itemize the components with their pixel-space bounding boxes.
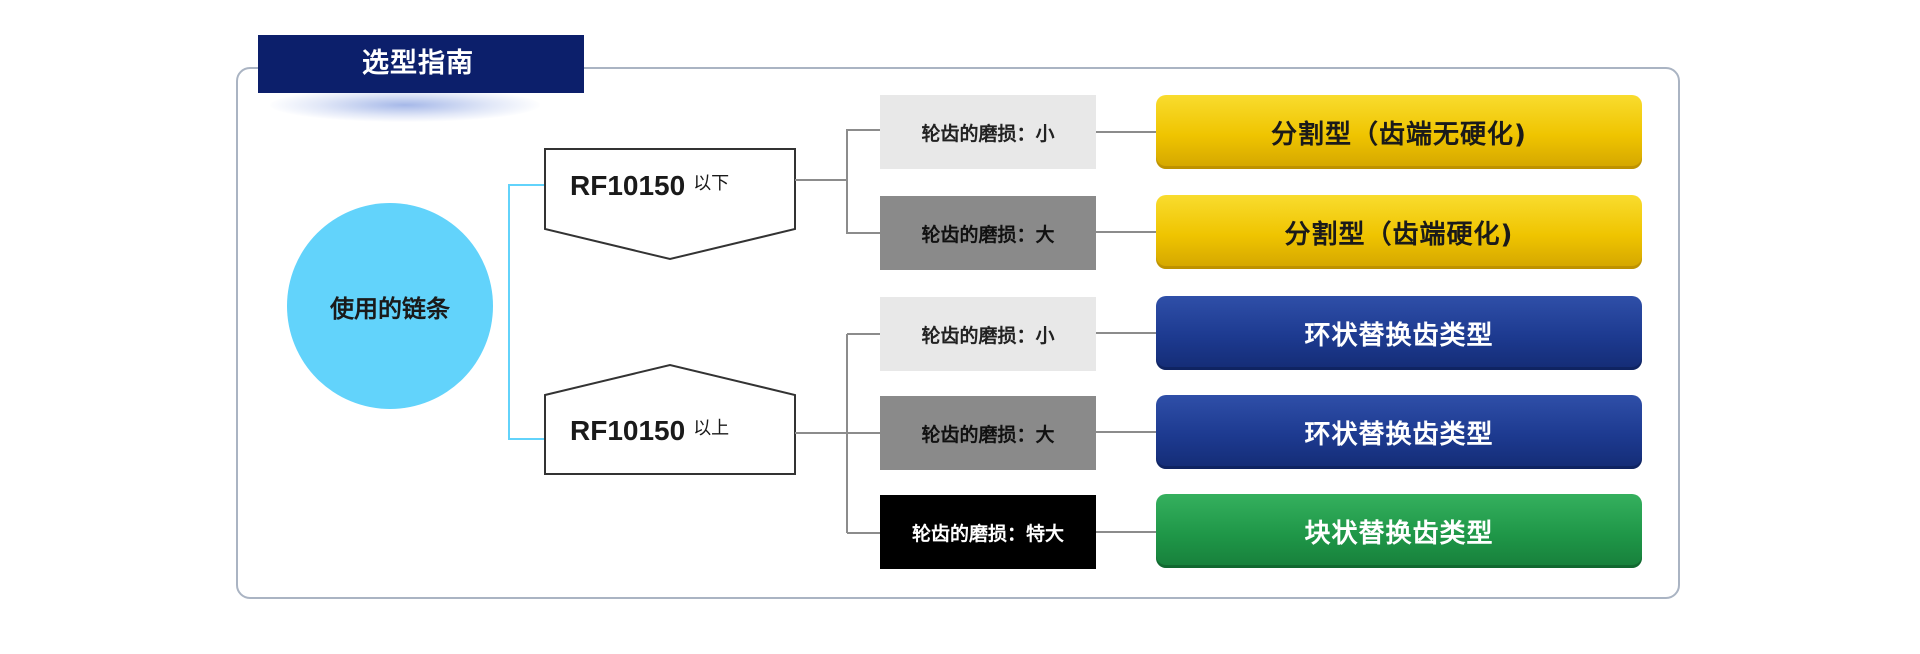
- branch-qualifier: 以上: [693, 418, 730, 439]
- root-connector: [508, 184, 545, 440]
- branch-code: RF10150: [570, 415, 686, 446]
- branch-shape-above: [544, 363, 796, 475]
- wear-box: 轮齿的磨损：小: [880, 297, 1096, 371]
- wear-box: 轮齿的磨损：大: [880, 396, 1096, 470]
- guide-title: 选型指南: [258, 35, 584, 93]
- result-box: 分割型（齿端硬化): [1156, 195, 1642, 269]
- result-box: 分割型（齿端无硬化): [1156, 95, 1642, 169]
- branch-shape-below: [544, 148, 796, 261]
- branch-label-above: RF10150 以上: [570, 415, 729, 447]
- result-box: 块状替换齿类型: [1156, 494, 1642, 568]
- branch-below-tree: [846, 129, 880, 234]
- result-box: 环状替换齿类型: [1156, 296, 1642, 370]
- branch-qualifier: 以下: [693, 173, 730, 194]
- wear-box: 轮齿的磨损：大: [880, 196, 1096, 270]
- wear-box: 轮齿的磨损：小: [880, 95, 1096, 169]
- wear-box: 轮齿的磨损：特大: [880, 495, 1096, 569]
- title-glow: [270, 88, 540, 122]
- result-box: 环状替换齿类型: [1156, 395, 1642, 469]
- branch-code: RF10150: [570, 170, 686, 201]
- root-node: 使用的链条: [287, 203, 493, 409]
- branch-label-below: RF10150 以下: [570, 170, 729, 202]
